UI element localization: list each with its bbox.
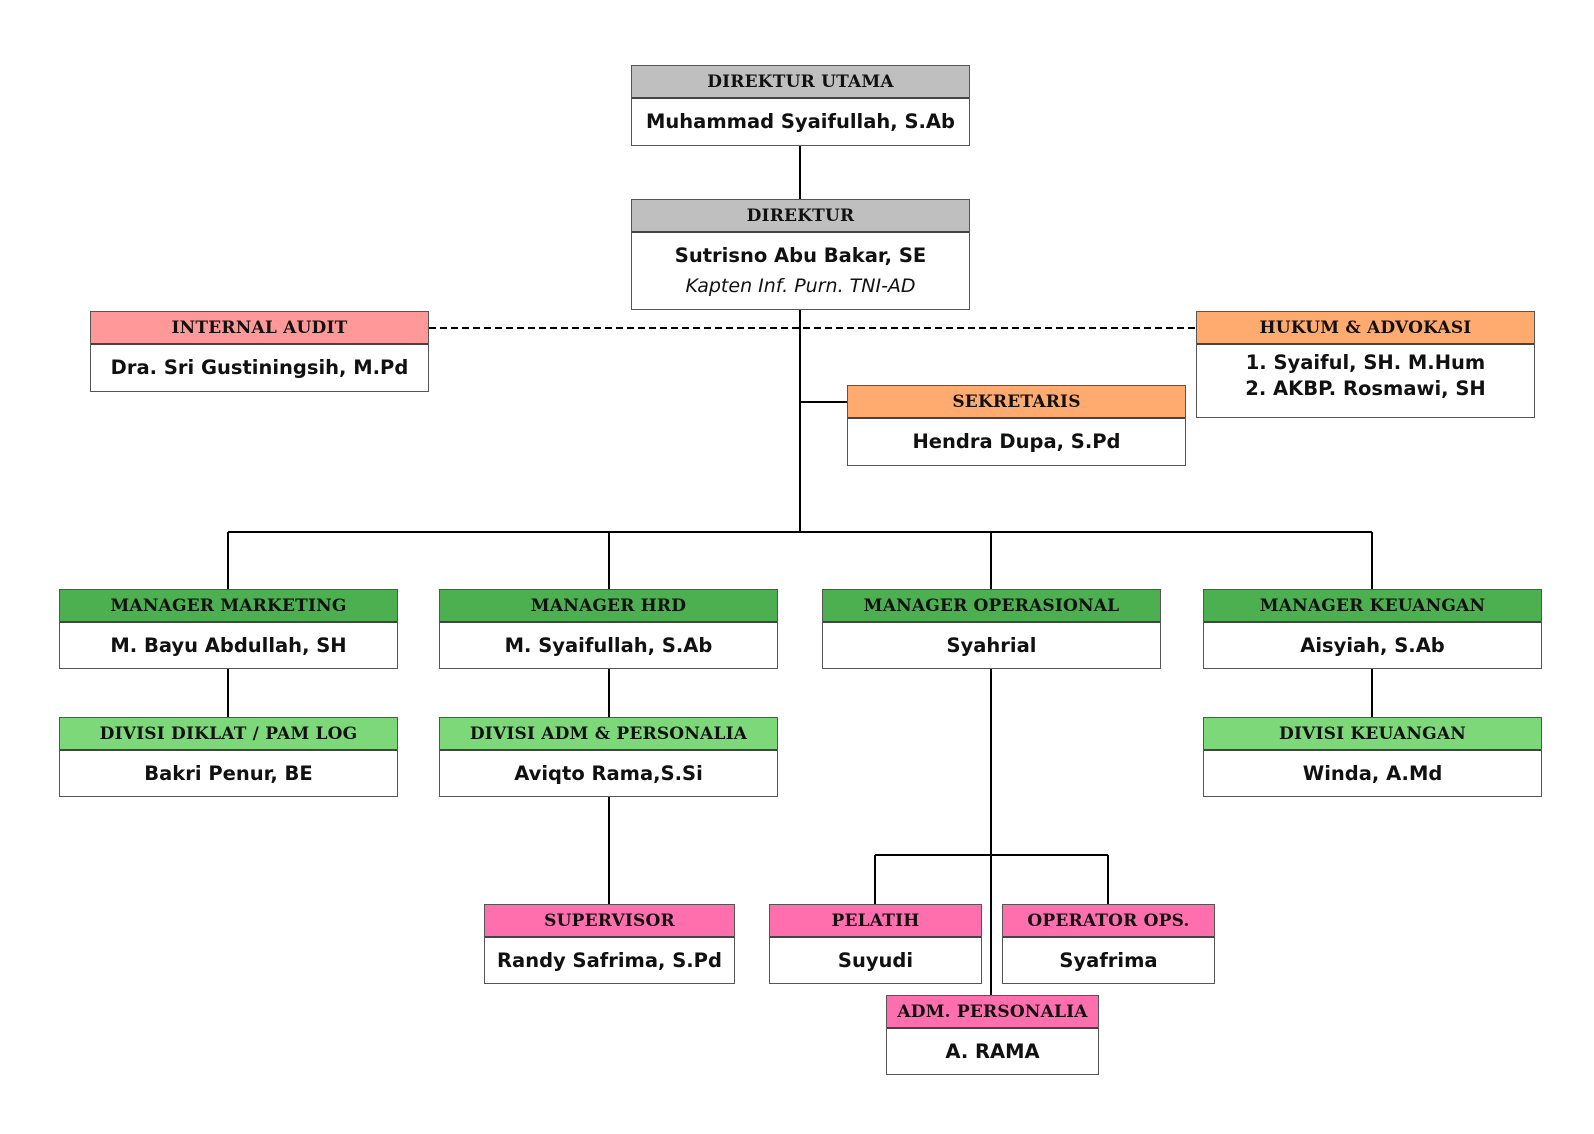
person-name: Winda, A.Md [1302, 761, 1443, 785]
person-name: Aviqto Rama,S.Si [514, 761, 703, 785]
node-name: Aisyiah, S.Ab [1204, 623, 1541, 668]
node-supervisor: SUPERVISOR Randy Safrima, S.Pd [484, 904, 735, 984]
person-name: Suyudi [837, 948, 914, 972]
node-manager-marketing: MANAGER MARKETING M. Bayu Abdullah, SH [59, 589, 398, 669]
node-name: Hendra Dupa, S.Pd [848, 419, 1185, 465]
node-title: SEKRETARIS [848, 386, 1185, 419]
node-divisi-keuangan: DIVISI KEUANGAN Winda, A.Md [1203, 717, 1542, 797]
person-name: Syafrima [1059, 948, 1158, 972]
node-direktur: DIREKTUR Sutrisno Abu Bakar, SE Kapten I… [631, 199, 970, 310]
node-title: INTERNAL AUDIT [91, 312, 428, 345]
node-name: M. Syaifullah, S.Ab [440, 623, 777, 668]
node-direktur-utama: DIREKTUR UTAMA Muhammad Syaifullah, S.Ab [631, 65, 970, 146]
node-name: A. RAMA [887, 1029, 1098, 1074]
node-manager-hrd: MANAGER HRD M. Syaifullah, S.Ab [439, 589, 778, 669]
node-title: MANAGER OPERASIONAL [823, 590, 1160, 623]
node-name: Muhammad Syaifullah, S.Ab [632, 99, 969, 145]
node-title: MANAGER HRD [440, 590, 777, 623]
node-name: 1. Syaiful, SH. M.Hum 2. AKBP. Rosmawi, … [1197, 347, 1534, 405]
person-name: M. Syaifullah, S.Ab [504, 633, 713, 657]
node-title: SUPERVISOR [485, 905, 734, 938]
node-title: DIVISI DIKLAT / PAM LOG [60, 718, 397, 751]
node-manager-keuangan: MANAGER KEUANGAN Aisyiah, S.Ab [1203, 589, 1542, 669]
node-title: OPERATOR OPS. [1003, 905, 1214, 938]
node-name: Suyudi [770, 938, 981, 983]
person-name: Aisyiah, S.Ab [1300, 633, 1445, 657]
node-name: Winda, A.Md [1204, 751, 1541, 796]
node-operator-ops: OPERATOR OPS. Syafrima [1002, 904, 1215, 984]
node-title: MANAGER KEUANGAN [1204, 590, 1541, 623]
node-manager-operasional: MANAGER OPERASIONAL Syahrial [822, 589, 1161, 669]
node-title: HUKUM & ADVOKASI [1197, 312, 1534, 345]
node-internal-audit: INTERNAL AUDIT Dra. Sri Gustiningsih, M.… [90, 311, 429, 392]
person-name-1: 1. Syaiful, SH. M.Hum [1245, 351, 1486, 374]
person-name: Sutrisno Abu Bakar, SE [674, 244, 927, 267]
node-title: DIVISI ADM & PERSONALIA [440, 718, 777, 751]
person-name: M. Bayu Abdullah, SH [110, 633, 347, 657]
node-name: Randy Safrima, S.Pd [485, 938, 734, 983]
node-title: ADM. PERSONALIA [887, 996, 1098, 1029]
node-title: PELATIH [770, 905, 981, 938]
node-name: Syahrial [823, 623, 1160, 668]
person-name: A. RAMA [945, 1039, 1040, 1063]
person-name: Syahrial [946, 633, 1037, 657]
node-name: Dra. Sri Gustiningsih, M.Pd [91, 345, 428, 391]
person-name-2: 2. AKBP. Rosmawi, SH [1245, 377, 1486, 400]
node-pelatih: PELATIH Suyudi [769, 904, 982, 984]
node-adm-personalia: ADM. PERSONALIA A. RAMA [886, 995, 1099, 1075]
person-name: Bakri Penur, BE [144, 761, 313, 785]
node-title: DIREKTUR UTAMA [632, 66, 969, 99]
node-name: Syafrima [1003, 938, 1214, 983]
node-divisi-diklat: DIVISI DIKLAT / PAM LOG Bakri Penur, BE [59, 717, 398, 797]
person-name: Hendra Dupa, S.Pd [912, 430, 1121, 453]
person-note: Kapten Inf. Purn. TNI-AD [685, 275, 916, 297]
node-name: M. Bayu Abdullah, SH [60, 623, 397, 668]
node-title: MANAGER MARKETING [60, 590, 397, 623]
node-divisi-adm: DIVISI ADM & PERSONALIA Aviqto Rama,S.Si [439, 717, 778, 797]
person-name: Muhammad Syaifullah, S.Ab [646, 110, 955, 133]
node-sekretaris: SEKRETARIS Hendra Dupa, S.Pd [847, 385, 1186, 466]
node-name: Sutrisno Abu Bakar, SE Kapten Inf. Purn.… [632, 233, 969, 309]
node-title: DIREKTUR [632, 200, 969, 233]
person-name: Randy Safrima, S.Pd [497, 948, 722, 972]
person-name: Dra. Sri Gustiningsih, M.Pd [110, 356, 409, 379]
node-hukum-advokasi: HUKUM & ADVOKASI 1. Syaiful, SH. M.Hum 2… [1196, 311, 1535, 418]
node-name: Bakri Penur, BE [60, 751, 397, 796]
node-name: Aviqto Rama,S.Si [440, 751, 777, 796]
node-title: DIVISI KEUANGAN [1204, 718, 1541, 751]
